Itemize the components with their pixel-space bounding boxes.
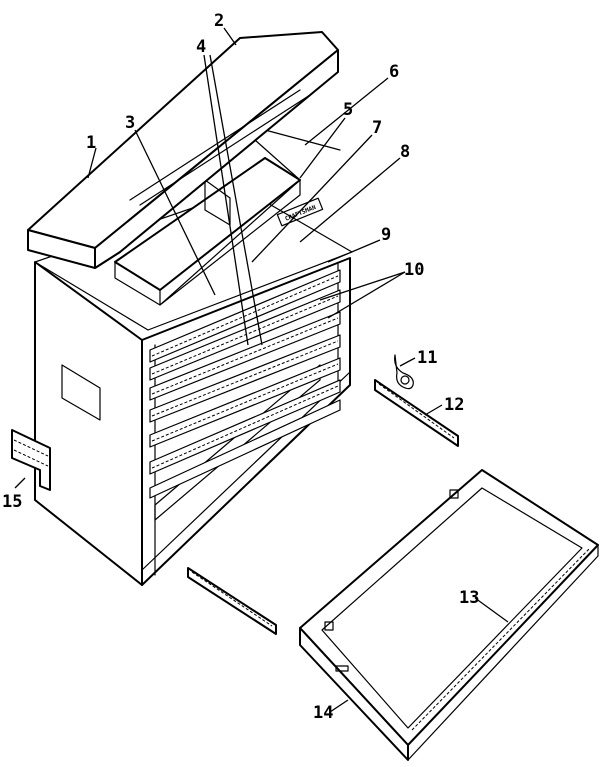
lid — [27, 31, 339, 269]
side-handle — [11, 429, 51, 491]
drawer-interior — [321, 487, 583, 729]
callout-15: 15 — [2, 492, 22, 512]
callout-13: 13 — [459, 588, 479, 608]
side-handle-opening — [61, 364, 101, 421]
latch-clip — [394, 354, 414, 390]
removed-drawer — [299, 469, 599, 761]
callout-1: 1 — [86, 133, 96, 153]
callout-7: 7 — [372, 118, 382, 138]
left-side-panel — [34, 261, 143, 586]
callout-12: 12 — [444, 395, 464, 415]
callouts: 1 2 3 4 5 6 7 8 9 10 11 12 13 14 15 — [2, 11, 479, 723]
drawer-stack — [149, 269, 341, 499]
drawer-7[interactable] — [149, 399, 341, 499]
open-drawer-bay — [154, 364, 321, 521]
callout-8: 8 — [400, 142, 410, 162]
side-handle-bracket — [11, 429, 51, 491]
leader-lines — [14, 27, 509, 713]
callout-4: 4 — [196, 37, 206, 57]
callout-6: 6 — [389, 62, 399, 82]
drawer-slide-left — [187, 567, 277, 635]
callout-9: 9 — [381, 225, 391, 245]
callout-10: 10 — [404, 260, 424, 280]
callout-11: 11 — [417, 348, 437, 368]
callout-2: 2 — [214, 11, 224, 31]
callout-3: 3 — [125, 113, 135, 133]
drawer-slide-right — [374, 379, 459, 447]
callout-14: 14 — [313, 703, 333, 723]
callout-5: 5 — [343, 100, 353, 120]
drawer-rim — [299, 469, 599, 746]
